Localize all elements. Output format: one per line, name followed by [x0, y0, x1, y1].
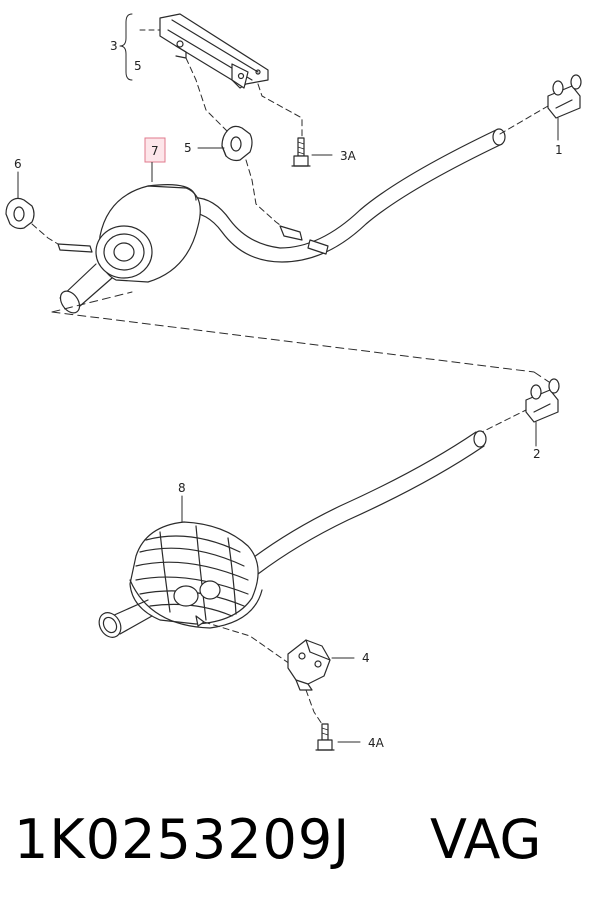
- rear-silencer: [98, 521, 263, 638]
- bolt-3a: [291, 137, 311, 167]
- part-number: 1K0253209J: [14, 808, 351, 871]
- callout-7-highlight: [144, 137, 166, 163]
- front-silencer: [57, 184, 201, 314]
- callout-7: 7: [151, 144, 159, 158]
- callout-8: 8: [178, 481, 186, 495]
- bolt-4a: [315, 723, 335, 751]
- bracket-assembly: [159, 13, 269, 89]
- callout-3: 3: [110, 39, 118, 53]
- callout-2: 2: [533, 447, 541, 461]
- callout-4a: 4A: [368, 736, 385, 750]
- clamp-1: [547, 74, 582, 119]
- rubber-mount-5: [221, 125, 253, 162]
- clamp-2: [525, 378, 560, 423]
- callout-4: 4: [362, 651, 370, 665]
- callout-5: 5: [184, 141, 192, 155]
- rubber-mount-6: [5, 197, 35, 230]
- exhaust-diagram: 1 2 3 3A 4 4A 5 5 6 7 8: [5, 13, 582, 751]
- rear-pipe: [249, 430, 487, 575]
- bracket-brace: [119, 13, 161, 81]
- callout-6: 6: [14, 157, 22, 171]
- callout-3a: 3A: [340, 149, 357, 163]
- brand-name: VAG: [430, 808, 542, 871]
- callout-5-bracket: 5: [134, 59, 142, 73]
- bracket-4: [287, 639, 331, 691]
- callout-1: 1: [555, 143, 563, 157]
